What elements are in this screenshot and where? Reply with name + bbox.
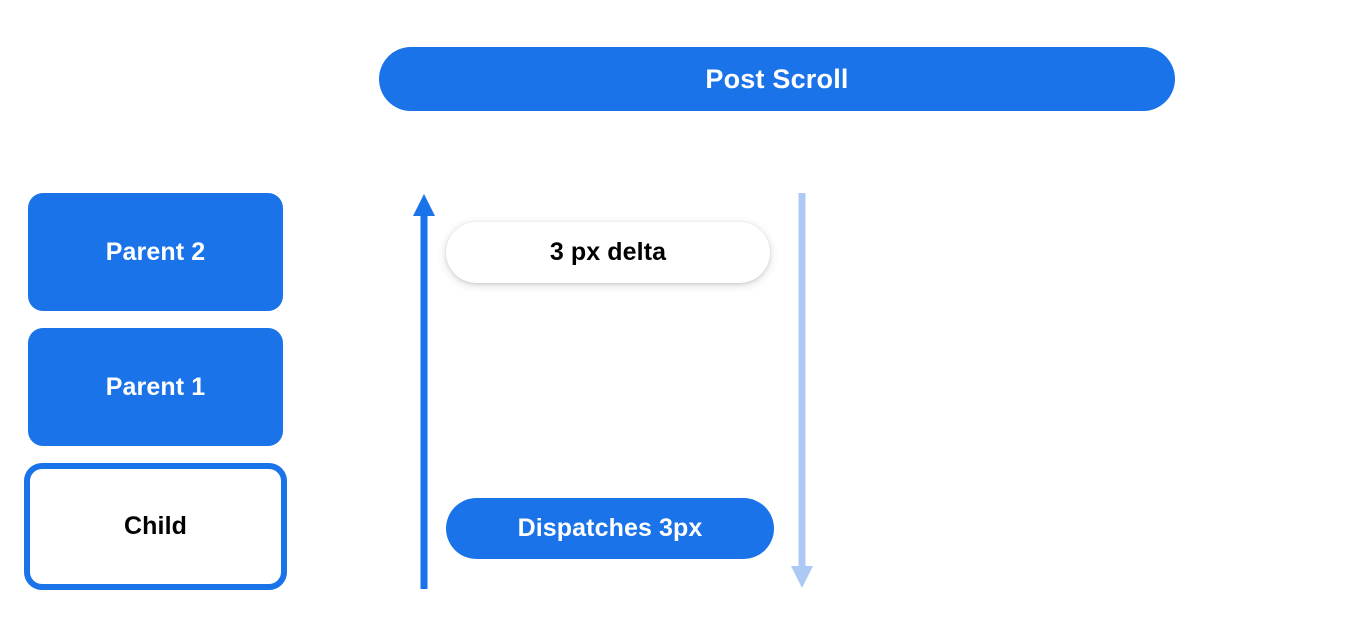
node-parent-1: Parent 1 (28, 328, 283, 446)
node-child: Child (24, 463, 287, 590)
node-stack: Parent 2 Parent 1 Child (24, 193, 287, 590)
delta-pill: 3 px delta (446, 222, 770, 283)
post-scroll-banner-label: Post Scroll (705, 63, 849, 94)
delta-pill-label: 3 px delta (549, 238, 667, 266)
dispatch-pill: Dispatches 3px (446, 498, 774, 559)
post-scroll-banner: Post Scroll (379, 47, 1175, 111)
node-child-label: Child (124, 512, 187, 540)
scroll-up-arrow-icon (413, 194, 435, 589)
dispatch-pill-label: Dispatches 3px (517, 514, 703, 542)
node-parent-1-label: Parent 1 (105, 372, 206, 401)
scroll-down-arrow-icon (791, 193, 813, 588)
node-parent-2-label: Parent 2 (105, 237, 206, 266)
node-parent-2: Parent 2 (28, 193, 283, 311)
